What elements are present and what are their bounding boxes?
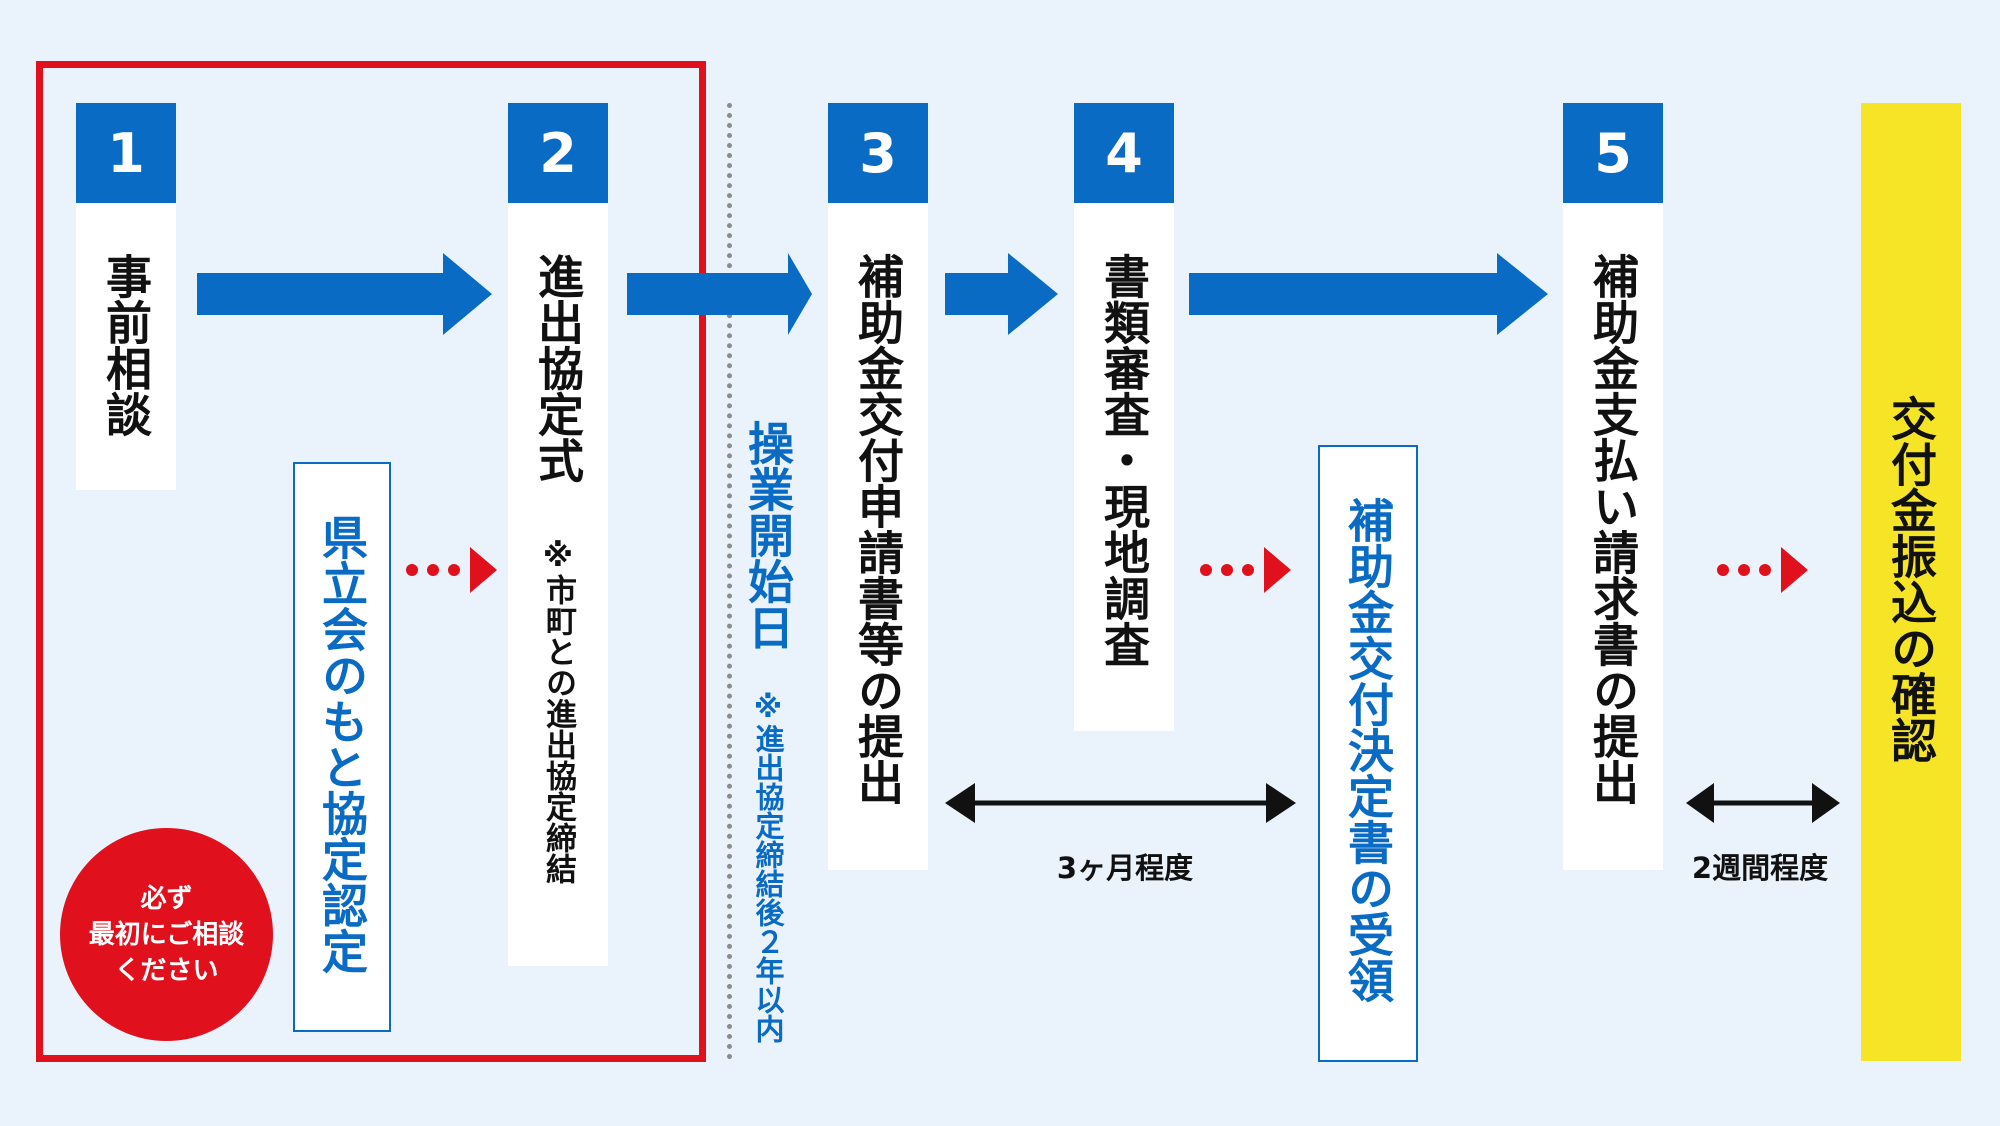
- step-2-number: 2: [508, 103, 608, 203]
- grant-decision-label: 補助金交付決定書の受領: [1341, 497, 1395, 1003]
- step-2-label: 進出協定式: [531, 253, 585, 483]
- step-3-number: 3: [828, 103, 928, 203]
- step-4-box: 書類審査・現地調査: [1074, 203, 1174, 731]
- step-4-label: 書類審査・現地調査: [1097, 253, 1151, 667]
- badge-line-1: 必ず: [140, 883, 193, 914]
- flow-arrow-4-to-5: [1189, 253, 1548, 335]
- badge-line-2: 最初にご相談: [88, 919, 245, 950]
- red-dot-arrow-1: [406, 547, 497, 593]
- flow-arrow-3-to-4: [945, 253, 1058, 335]
- operation-start-divider: [727, 103, 732, 1060]
- agreement-certification-box: 県立会のもと協定認定: [293, 462, 391, 1032]
- red-dot-arrow-3: [1717, 547, 1808, 593]
- duration-three-months: 3ヶ月程度: [1056, 851, 1194, 885]
- step-1-number: 1: [76, 103, 176, 203]
- consult-first-badge: 必ず 最初にご相談 ください: [60, 828, 273, 1041]
- operation-start-label: 操業開始日: [741, 420, 795, 650]
- first-consultation-frame: [36, 61, 706, 1062]
- red-dot-arrow-2: [1200, 547, 1291, 593]
- step-1-label: 事前相談: [99, 253, 153, 437]
- step-1-box: 事前相談: [76, 203, 176, 490]
- step-3-box: 補助金交付申請書等の提出: [828, 203, 928, 870]
- operation-start-note: ※進出協定締結後２年以内: [751, 690, 785, 1043]
- step-5-label: 補助金支払い請求書の提出: [1586, 253, 1640, 805]
- badge-line-3: ください: [114, 955, 219, 986]
- final-step-label: 交付金振込の確認: [1884, 395, 1938, 763]
- duration-two-weeks: 2週間程度: [1691, 851, 1829, 885]
- step-4-number: 4: [1074, 103, 1174, 203]
- three-months-span-arrow: [945, 783, 1296, 823]
- step-2-box: 進出協定式 ※市町との進出協定締結: [508, 203, 608, 966]
- flow-arrow-1-to-2: [197, 253, 492, 335]
- grant-decision-box: 補助金交付決定書の受領: [1318, 445, 1418, 1062]
- step-3-label: 補助金交付申請書等の提出: [851, 253, 905, 805]
- step-5-box: 補助金支払い請求書の提出: [1563, 203, 1663, 870]
- flow-arrow-2-to-3: [627, 253, 812, 335]
- agreement-certification-label: 県立会のもと協定認定: [315, 514, 369, 974]
- step-2-note: ※市町との進出協定締結: [540, 538, 576, 884]
- final-step-box: 交付金振込の確認: [1861, 103, 1961, 1061]
- two-weeks-span-arrow: [1686, 783, 1840, 823]
- step-5-number: 5: [1563, 103, 1663, 203]
